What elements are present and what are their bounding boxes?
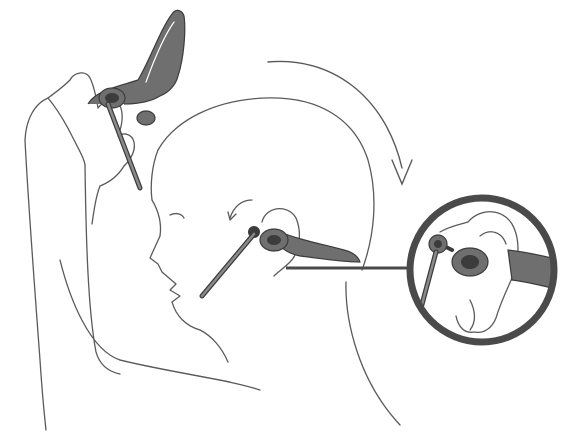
headset-icon [88,10,185,188]
worn-headset-icon [202,226,360,296]
rotation-arrow-icon [268,61,412,184]
torso-outline [60,260,230,382]
magnifier-icon [410,198,560,342]
